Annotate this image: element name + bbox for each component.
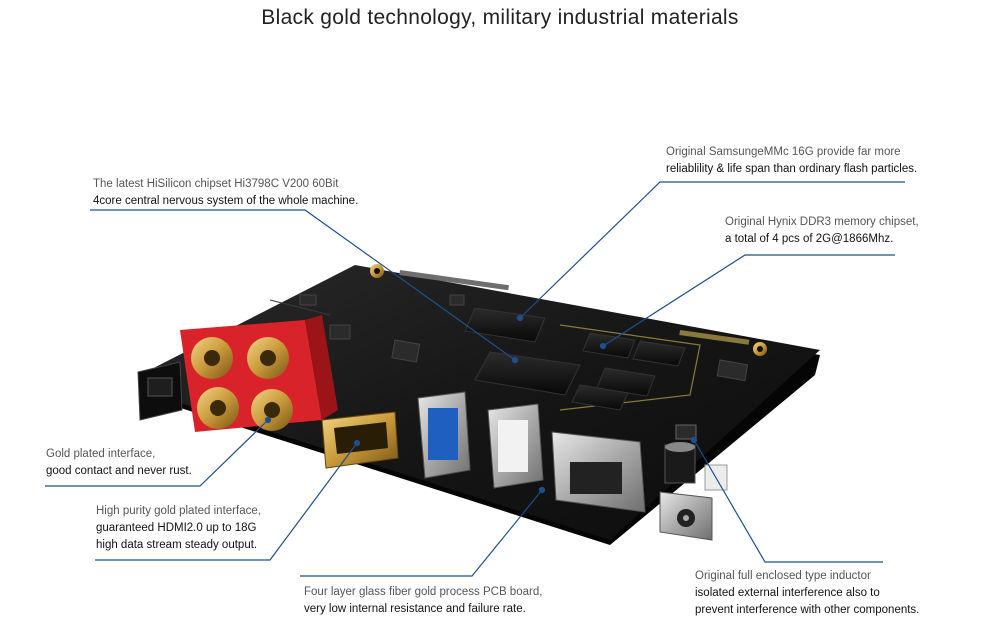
ddr3-chip [596,367,656,397]
annotation-line: 4core central nervous system of the whol… [93,195,359,207]
annotation-line: good contact and never rust. [46,465,192,477]
annotation-line: The latest HiSilicon chipset Hi3798C V20… [93,178,339,190]
emmc-chip [464,307,546,343]
pin-header [399,270,750,345]
annotation-line: Original Hynix DDR3 memory chipset, [725,216,919,228]
annotation-line: guaranteed HDMI2.0 up to 18G [96,522,257,534]
ethernet-port [551,431,646,513]
ddr3-chip [632,340,686,367]
annotation-emmc: Original SamsungeMMc 16G provide far mor… [666,144,917,178]
annotation-line: very low internal resistance and failure… [304,603,526,615]
annotation-line: reliablility & life span than ordinary f… [666,163,918,175]
soc-chip [474,351,581,396]
annotation-inductor: Original full enclosed type inductor iso… [695,568,919,619]
annotation-line: Four layer glass fiber gold process PCB … [304,586,543,598]
annotation-gold-interface: Gold plated interface, good contact and … [46,446,192,480]
annotation-line: Original full enclosed type inductor [695,570,871,582]
annotation-ddr3: Original Hynix DDR3 memory chipset, a to… [725,214,919,248]
annotation-hdmi: High purity gold plated interface, guara… [96,503,261,554]
annotation-chipset: The latest HiSilicon chipset Hi3798C V20… [93,176,358,210]
callout-line-emmc [519,181,905,319]
ddr3-chip [582,332,636,359]
callout-line-chipset [90,209,516,361]
usb2-port [487,403,544,489]
dc-power-jack [659,491,713,541]
inductor [664,424,697,484]
annotation-line: isolated external interference also to [695,587,880,599]
callout-line-ddr3 [602,254,895,347]
annotation-line: high data stream steady output. [96,539,258,551]
rca-jack-group [191,337,293,431]
optical-port [137,361,183,421]
usb3-port [417,391,471,479]
annotation-line: High purity gold plated interface, [96,505,261,517]
annotation-line: Original SamsungeMMc 16G provide far mor… [666,146,901,158]
ddr3-chip [571,384,629,411]
callout-line-pcb [300,489,543,577]
annotation-line: Gold plated interface, [46,448,156,460]
callout-line-inductor [693,439,883,563]
hdmi-port [321,411,399,469]
callout-line-hdmi [95,442,358,561]
annotation-line: prevent interference with other componen… [695,604,920,616]
page-title: Black gold technology, military industri… [261,6,739,29]
annotation-pcb: Four layer glass fiber gold process PCB … [304,584,542,618]
annotation-line: a total of 4 pcs of 2G@1866Mhz. [725,233,894,245]
callout-line-gold-interface [45,419,269,487]
